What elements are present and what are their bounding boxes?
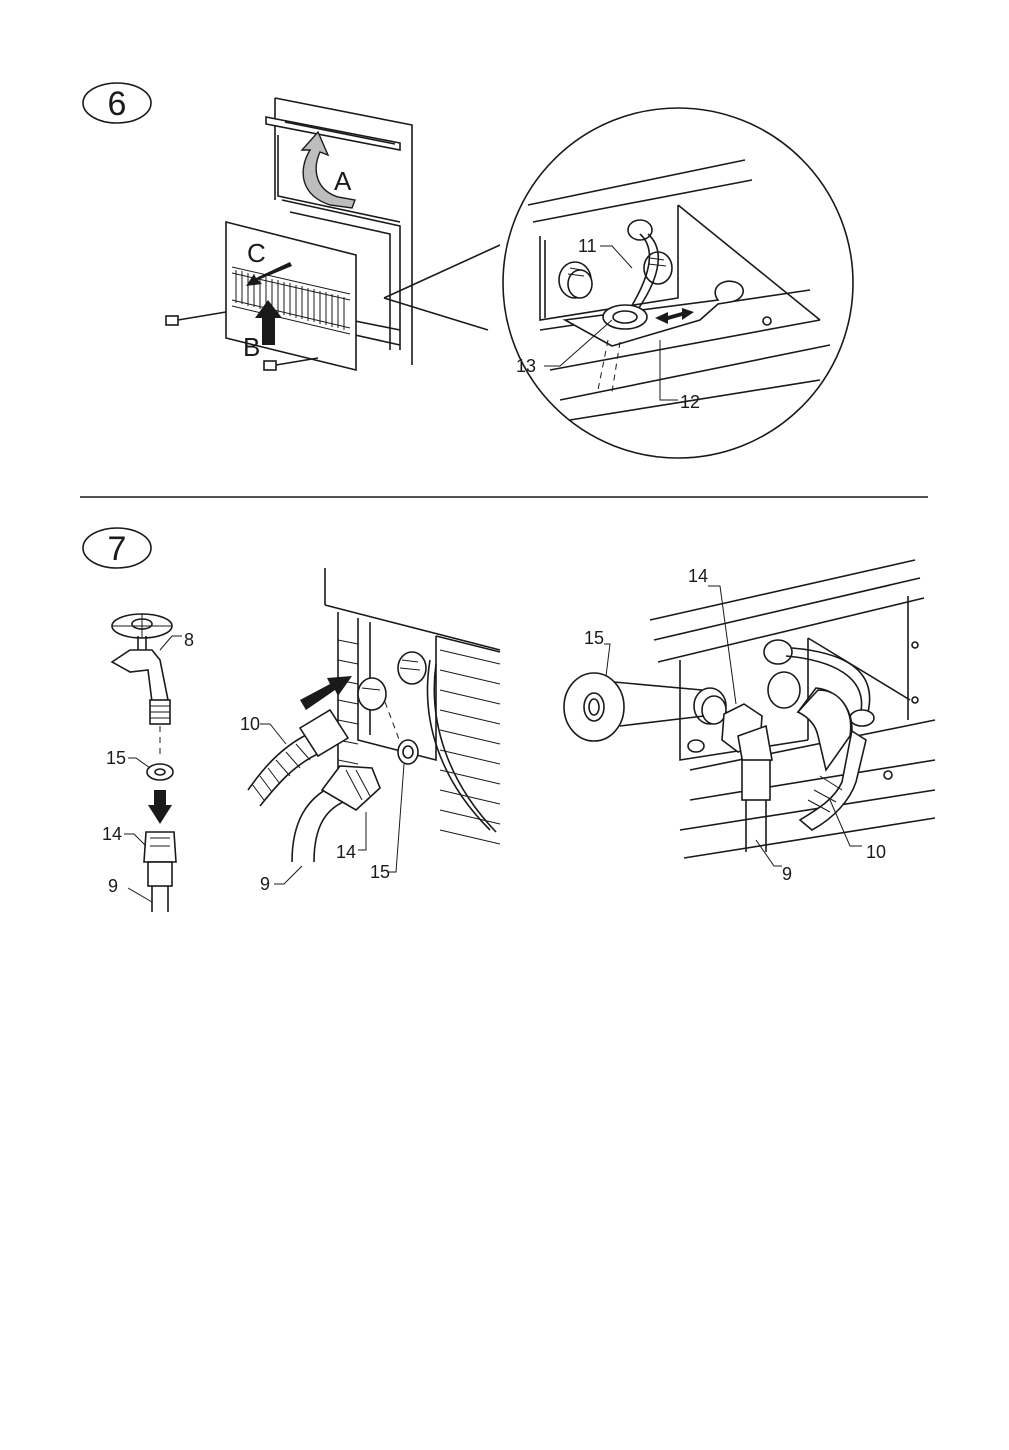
- screw-left-icon: [166, 312, 226, 325]
- hose-callout-9: 9: [260, 874, 270, 894]
- tap-illustration: 8 15 14 9: [102, 614, 194, 912]
- step-6-badge: 6: [83, 83, 151, 123]
- tap-callout-9: 9: [108, 876, 118, 896]
- slide-plate-12: [565, 281, 743, 346]
- hose-11: [628, 234, 649, 312]
- push-arrow-icon: [300, 676, 352, 710]
- step-6-number: 6: [108, 85, 127, 123]
- hoses-connection-illustration: 10 9 14 15: [240, 568, 500, 894]
- outlet-lower: [358, 678, 386, 710]
- tap-callout-8: 8: [184, 630, 194, 650]
- installed-callout-15: 15: [584, 628, 604, 648]
- valve-fitting-left: [559, 262, 592, 298]
- tap-callout-15: 15: [106, 748, 126, 768]
- mounting-bolt-icon: [688, 740, 704, 752]
- callout-11: 11: [578, 236, 597, 256]
- installed-callout-9: 9: [782, 864, 792, 884]
- arrow-down-icon: [148, 790, 172, 824]
- arrow-a-label: A: [334, 166, 352, 196]
- step-7-number: 7: [108, 530, 127, 568]
- installed-callout-10: 10: [866, 842, 886, 862]
- nut-14-icon: [144, 832, 176, 862]
- hose-callout-15: 15: [370, 862, 390, 882]
- callout-13: 13: [516, 356, 536, 376]
- callout-12: 12: [680, 392, 700, 412]
- installed-connection-illustration: 14 15 9 10: [564, 560, 935, 884]
- arrow-b-label: B: [243, 332, 260, 362]
- top-grommet: [628, 220, 652, 240]
- installed-outlet-left: [694, 688, 726, 724]
- hose-callout-14: 14: [336, 842, 356, 862]
- step-7-badge: 7: [83, 528, 151, 568]
- installed-callout-14: 14: [688, 566, 708, 586]
- outlet-upper: [398, 652, 426, 684]
- screw-right-icon: [264, 358, 318, 370]
- detail-magnifier: 11 13 12: [384, 108, 853, 458]
- nut-14-icon: [322, 766, 380, 810]
- arrow-c-label: C: [247, 238, 266, 268]
- hose-callout-10: 10: [240, 714, 260, 734]
- tap-callout-14: 14: [102, 824, 122, 844]
- appliance-front-illustration: A C B: [166, 98, 412, 370]
